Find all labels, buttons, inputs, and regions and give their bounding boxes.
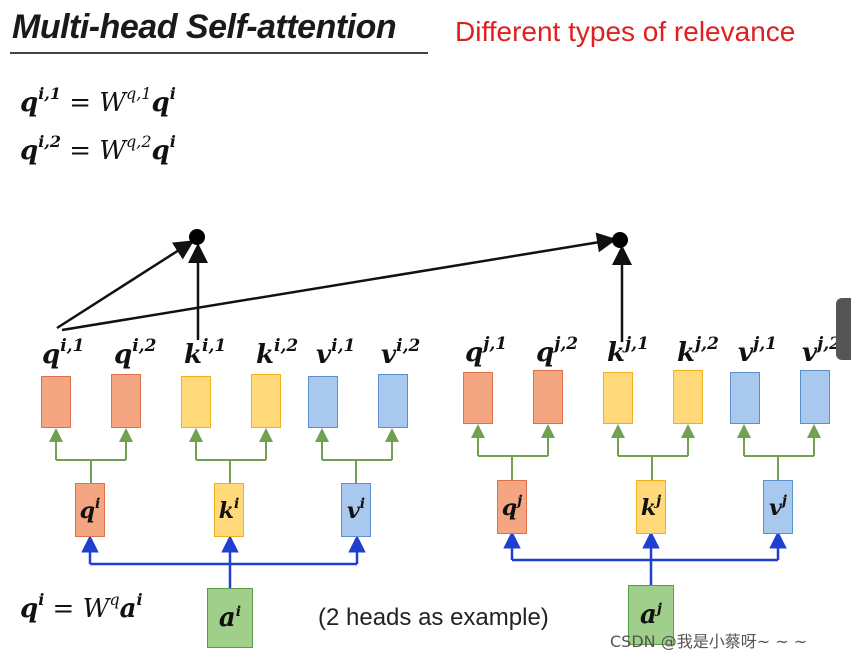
green-split-lines-j (471, 424, 821, 480)
attention-score-dot-2 (612, 232, 628, 248)
green-split-lines-i (49, 428, 399, 483)
label-q-j2: qj,2 (536, 334, 579, 368)
label-k-i2: ki,2 (256, 336, 299, 370)
vector-v-i1 (308, 376, 338, 428)
vector-q-i2 (111, 374, 141, 428)
label-v-j2: vj,2 (802, 334, 842, 368)
vector-q-j: qj (497, 480, 527, 534)
vector-k-j1 (603, 372, 633, 424)
blue-input-lines-j (503, 531, 787, 585)
label-v-i1: vi,1 (316, 336, 356, 370)
vector-k-i2 (251, 374, 281, 428)
vector-q-j2 (533, 370, 563, 424)
vector-q-i: qi (75, 483, 105, 537)
example-note: (2 heads as example) (318, 604, 549, 631)
title-underline (10, 52, 428, 54)
label-v-j1: vj,1 (738, 334, 778, 368)
slide-title: Multi-head Self-attention (12, 8, 397, 46)
attn-arrow-qi1-dot1 (56, 240, 195, 330)
slide-subtitle: Different types of relevance (455, 16, 796, 47)
side-scroll-tab[interactable] (836, 298, 851, 360)
attn-arrow-qi1-dot2 (61, 232, 617, 332)
attention-score-dot-1 (189, 229, 205, 245)
label-q-i2: qi,2 (114, 336, 157, 370)
input-vector-a-i: ai (207, 588, 253, 648)
vector-k-j2 (673, 370, 703, 424)
label-v-i2: vi,2 (381, 336, 421, 370)
label-k-i1: ki,1 (184, 336, 227, 370)
vector-v-i2 (378, 374, 408, 428)
label-k-j2: kj,2 (677, 334, 719, 368)
equation-qi2: qi,2 = Wq,2qi (20, 132, 176, 166)
vector-k-i: ki (214, 483, 244, 537)
vector-v-j2 (800, 370, 830, 424)
input-vector-a-j: aj (628, 585, 674, 645)
vector-v-j1 (730, 372, 760, 424)
vector-v-i: vi (341, 483, 371, 537)
equation-qi1: qi,1 = Wq,1qi (20, 84, 176, 118)
label-q-i1: qi,1 (42, 336, 85, 370)
blue-input-lines-i (81, 535, 366, 588)
equation-qi: qi = Wqai (20, 590, 143, 624)
vector-q-j1 (463, 372, 493, 424)
vector-k-j: kj (636, 480, 666, 534)
watermark: CSDN @我是小蔡呀~ ~ ~ (610, 632, 808, 651)
vector-v-j: vj (763, 480, 793, 534)
vector-k-i1 (181, 376, 211, 428)
label-q-j1: qj,1 (465, 334, 508, 368)
label-k-j1: kj,1 (607, 334, 649, 368)
vector-q-i1 (41, 376, 71, 428)
